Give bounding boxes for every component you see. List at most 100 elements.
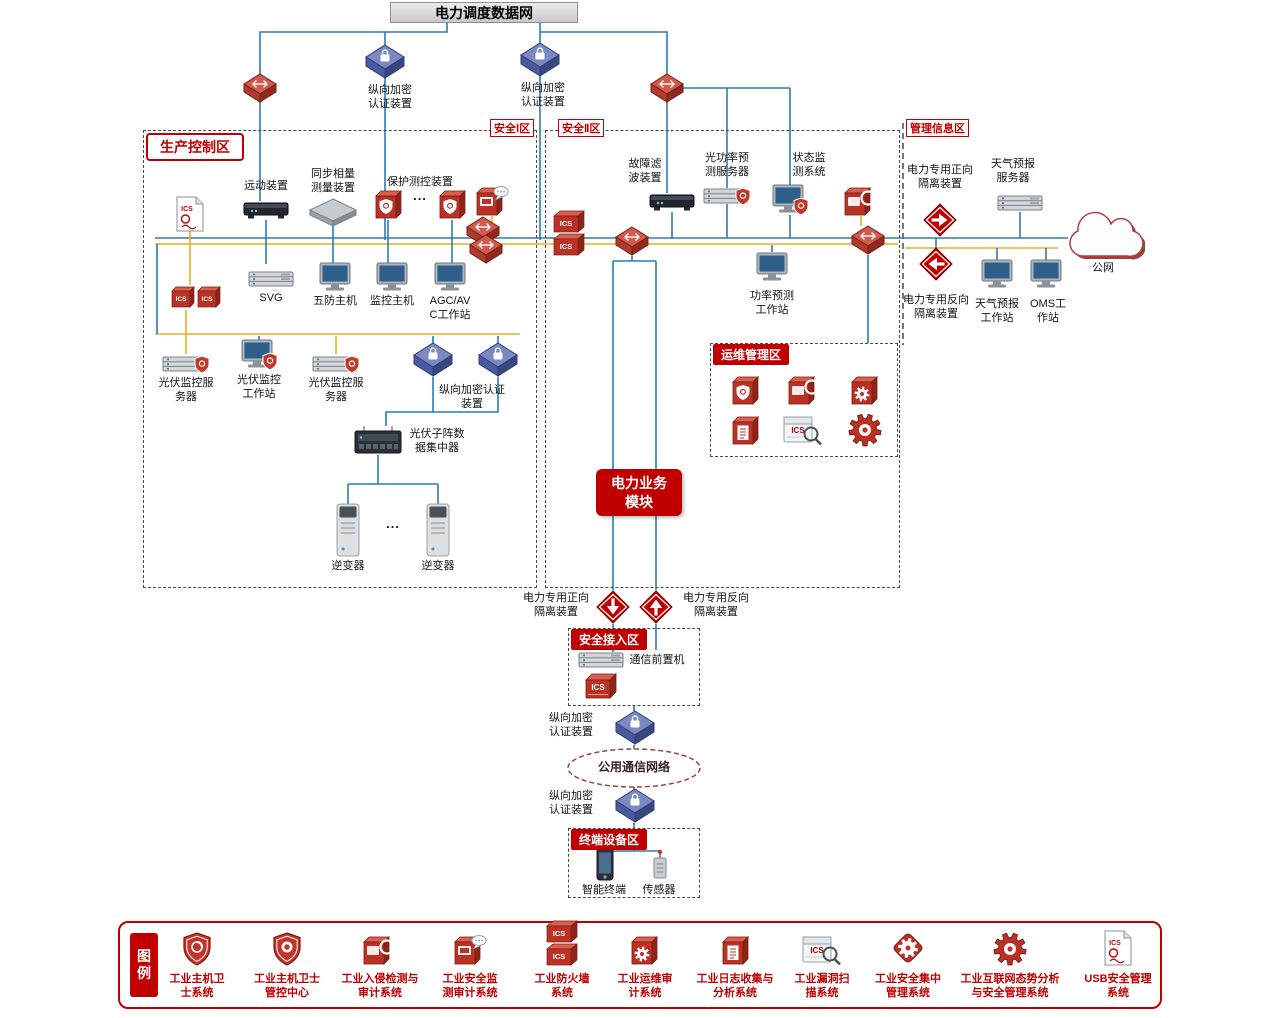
monitoring-host-icon	[375, 262, 409, 292]
pv-monitor-workstation-icon	[240, 339, 278, 371]
protection-device-1-icon	[374, 188, 402, 220]
agc-avc-workstation-label: AGC/AV C工作站	[429, 295, 471, 321]
om-situation-gear-icon	[848, 413, 882, 447]
wire-blue	[540, 31, 668, 74]
svg-text:ICS: ICS	[560, 242, 573, 251]
pv-data-concentrator-icon	[354, 424, 402, 456]
ics-access-zone-icon: ICS	[583, 672, 619, 700]
smart-terminal-label: 智能终端	[582, 884, 626, 896]
switch-top-right-icon	[650, 73, 684, 103]
inverter-2-label: 逆变器	[421, 560, 455, 572]
protection-label-label: 保护测控装置	[387, 176, 453, 188]
fault-filter-device-icon	[649, 192, 695, 212]
cube-bubble-icon	[453, 934, 487, 966]
legend-item-label-2: 工业主机卫士 管控中心	[254, 973, 320, 1000]
audit-cube-security2-icon	[843, 185, 879, 217]
switch-top-left-icon	[243, 73, 277, 103]
doc-ics-icon: ICS	[1103, 930, 1133, 966]
smart-terminal-icon	[594, 847, 616, 881]
comm-front-processor-icon	[578, 652, 624, 668]
encryptor-top-2-label: 纵向加密 认证装置	[521, 82, 565, 108]
encryptor-mid-1-icon	[615, 710, 655, 746]
svg-device-icon	[248, 271, 294, 287]
legend-item-label-11: USB安全管理 系统	[1084, 973, 1152, 1000]
legend-item-label-8: 工业漏洞扫 描系统	[794, 973, 850, 1000]
wire-blue	[259, 31, 385, 74]
switch-production-b-icon	[469, 234, 503, 264]
pv-monitor-server-2-label: 光伏监控服 务器	[308, 377, 364, 403]
five-proof-host-label: 五防主机	[313, 295, 357, 307]
switch-security2-right-icon	[851, 225, 885, 255]
usb-doc-production-icon: ICS	[175, 196, 205, 232]
legend-item-label-7: 工业日志收集与 分析系统	[696, 973, 774, 1000]
remote-terminal-unit-icon	[243, 200, 289, 220]
svg-text:ICS: ICS	[791, 426, 805, 435]
reverse-isolator-mgmt-label: 电力专用反向 隔离装置	[903, 294, 969, 320]
legend-item-label-3: 工业入侵检测与 审计系统	[341, 973, 419, 1000]
om-log-collect-icon	[731, 414, 759, 446]
legend-item-label-9: 工业安全集中 管理系统	[875, 973, 941, 1000]
inverter-1-icon	[335, 503, 361, 557]
protection-device-2-icon	[438, 188, 466, 220]
legend-item-label-5: 工业防火墙 系统	[534, 973, 590, 1000]
om-vuln-scan-icon: ICS	[783, 414, 823, 446]
cube-log-icon	[721, 934, 749, 966]
wire-blue	[385, 377, 434, 426]
svg-device-label: SVG	[259, 292, 283, 304]
monitoring-host-label: 监控主机	[370, 295, 414, 307]
public-network-label-label: 公用通信网络	[597, 760, 671, 774]
cube-ops-icon	[630, 934, 660, 966]
forward-isolator-access-label: 电力专用正向 隔离装置	[523, 592, 589, 618]
reverse-isolator-access-icon	[639, 590, 673, 624]
pv-data-concentrator-label: 光伏子阵数 据集中器	[409, 428, 465, 454]
zone-label-access: 安全接入区	[571, 629, 648, 650]
reverse-isolator-access-label: 电力专用反向 隔离装置	[683, 592, 749, 618]
weather-forecast-workstation-icon	[980, 259, 1014, 289]
wire-blue	[433, 377, 499, 413]
legend-item-label-4: 工业安全监 测审计系统	[442, 973, 498, 1000]
wire-blue	[384, 22, 448, 46]
five-proof-host-icon	[318, 262, 352, 292]
status-monitoring-system-icon	[771, 184, 809, 216]
comm-front-processor-label: 通信前置机	[629, 654, 685, 666]
inverter-2-icon	[425, 503, 451, 557]
legend-title: 图例	[130, 933, 158, 997]
encryptor-mid-2-icon	[615, 788, 655, 824]
sensor-device-label: 传感器	[642, 884, 676, 896]
zone-label-terminal: 终端设备区	[571, 829, 648, 850]
oms-workstation-label: OMS工 作站	[1029, 298, 1067, 324]
legend-item-label-6: 工业运维审 计系统	[617, 973, 673, 1000]
pv-monitor-server-1-label: 光伏监控服 务器	[158, 377, 214, 403]
svg-text:ICS: ICS	[176, 296, 188, 303]
protection-dots-label: ...	[413, 188, 427, 203]
zone-label-production: 生产控制区	[146, 133, 244, 161]
svg-text:ICS: ICS	[1109, 940, 1121, 947]
sensor-device-icon	[650, 849, 670, 879]
om-ops-audit-icon	[850, 374, 880, 406]
encryptor-top-1-icon	[365, 44, 405, 80]
status-monitoring-system-label: 状态监 测系统	[792, 152, 826, 178]
weather-forecast-server-label: 天气预报 服务器	[991, 158, 1035, 184]
svg-text:ICS: ICS	[202, 296, 214, 303]
agc-avc-workstation-icon	[433, 262, 467, 292]
ics-scanner-icon: ICS	[802, 934, 842, 966]
svg-text:ICS: ICS	[560, 219, 573, 228]
encryptor-pv-1-icon	[413, 342, 453, 378]
zone-label-om: 运维管理区	[713, 344, 790, 365]
om-host-guard-icon	[731, 374, 759, 406]
inverter-1-label: 逆变器	[331, 560, 365, 572]
encryptor-pv-2-icon	[478, 342, 518, 378]
gear-icon	[993, 932, 1027, 966]
encryptor-pv-label-label: 纵向加密认证 装置	[439, 384, 505, 410]
svg-text:ICS: ICS	[553, 952, 566, 961]
diagram-title: 电力调度数据网	[390, 2, 578, 23]
power-forecast-workstation-icon	[755, 252, 789, 282]
svg-text:ICS: ICS	[591, 683, 605, 692]
forward-isolator-access-icon	[596, 590, 630, 624]
legend-item-label-10: 工业互联网态势分析 与安全管理系统	[960, 973, 1060, 1000]
encryptor-mid-2-label: 纵向加密 认证装置	[549, 790, 593, 816]
power-forecast-server-label: 光功率预 测服务器	[705, 152, 749, 178]
